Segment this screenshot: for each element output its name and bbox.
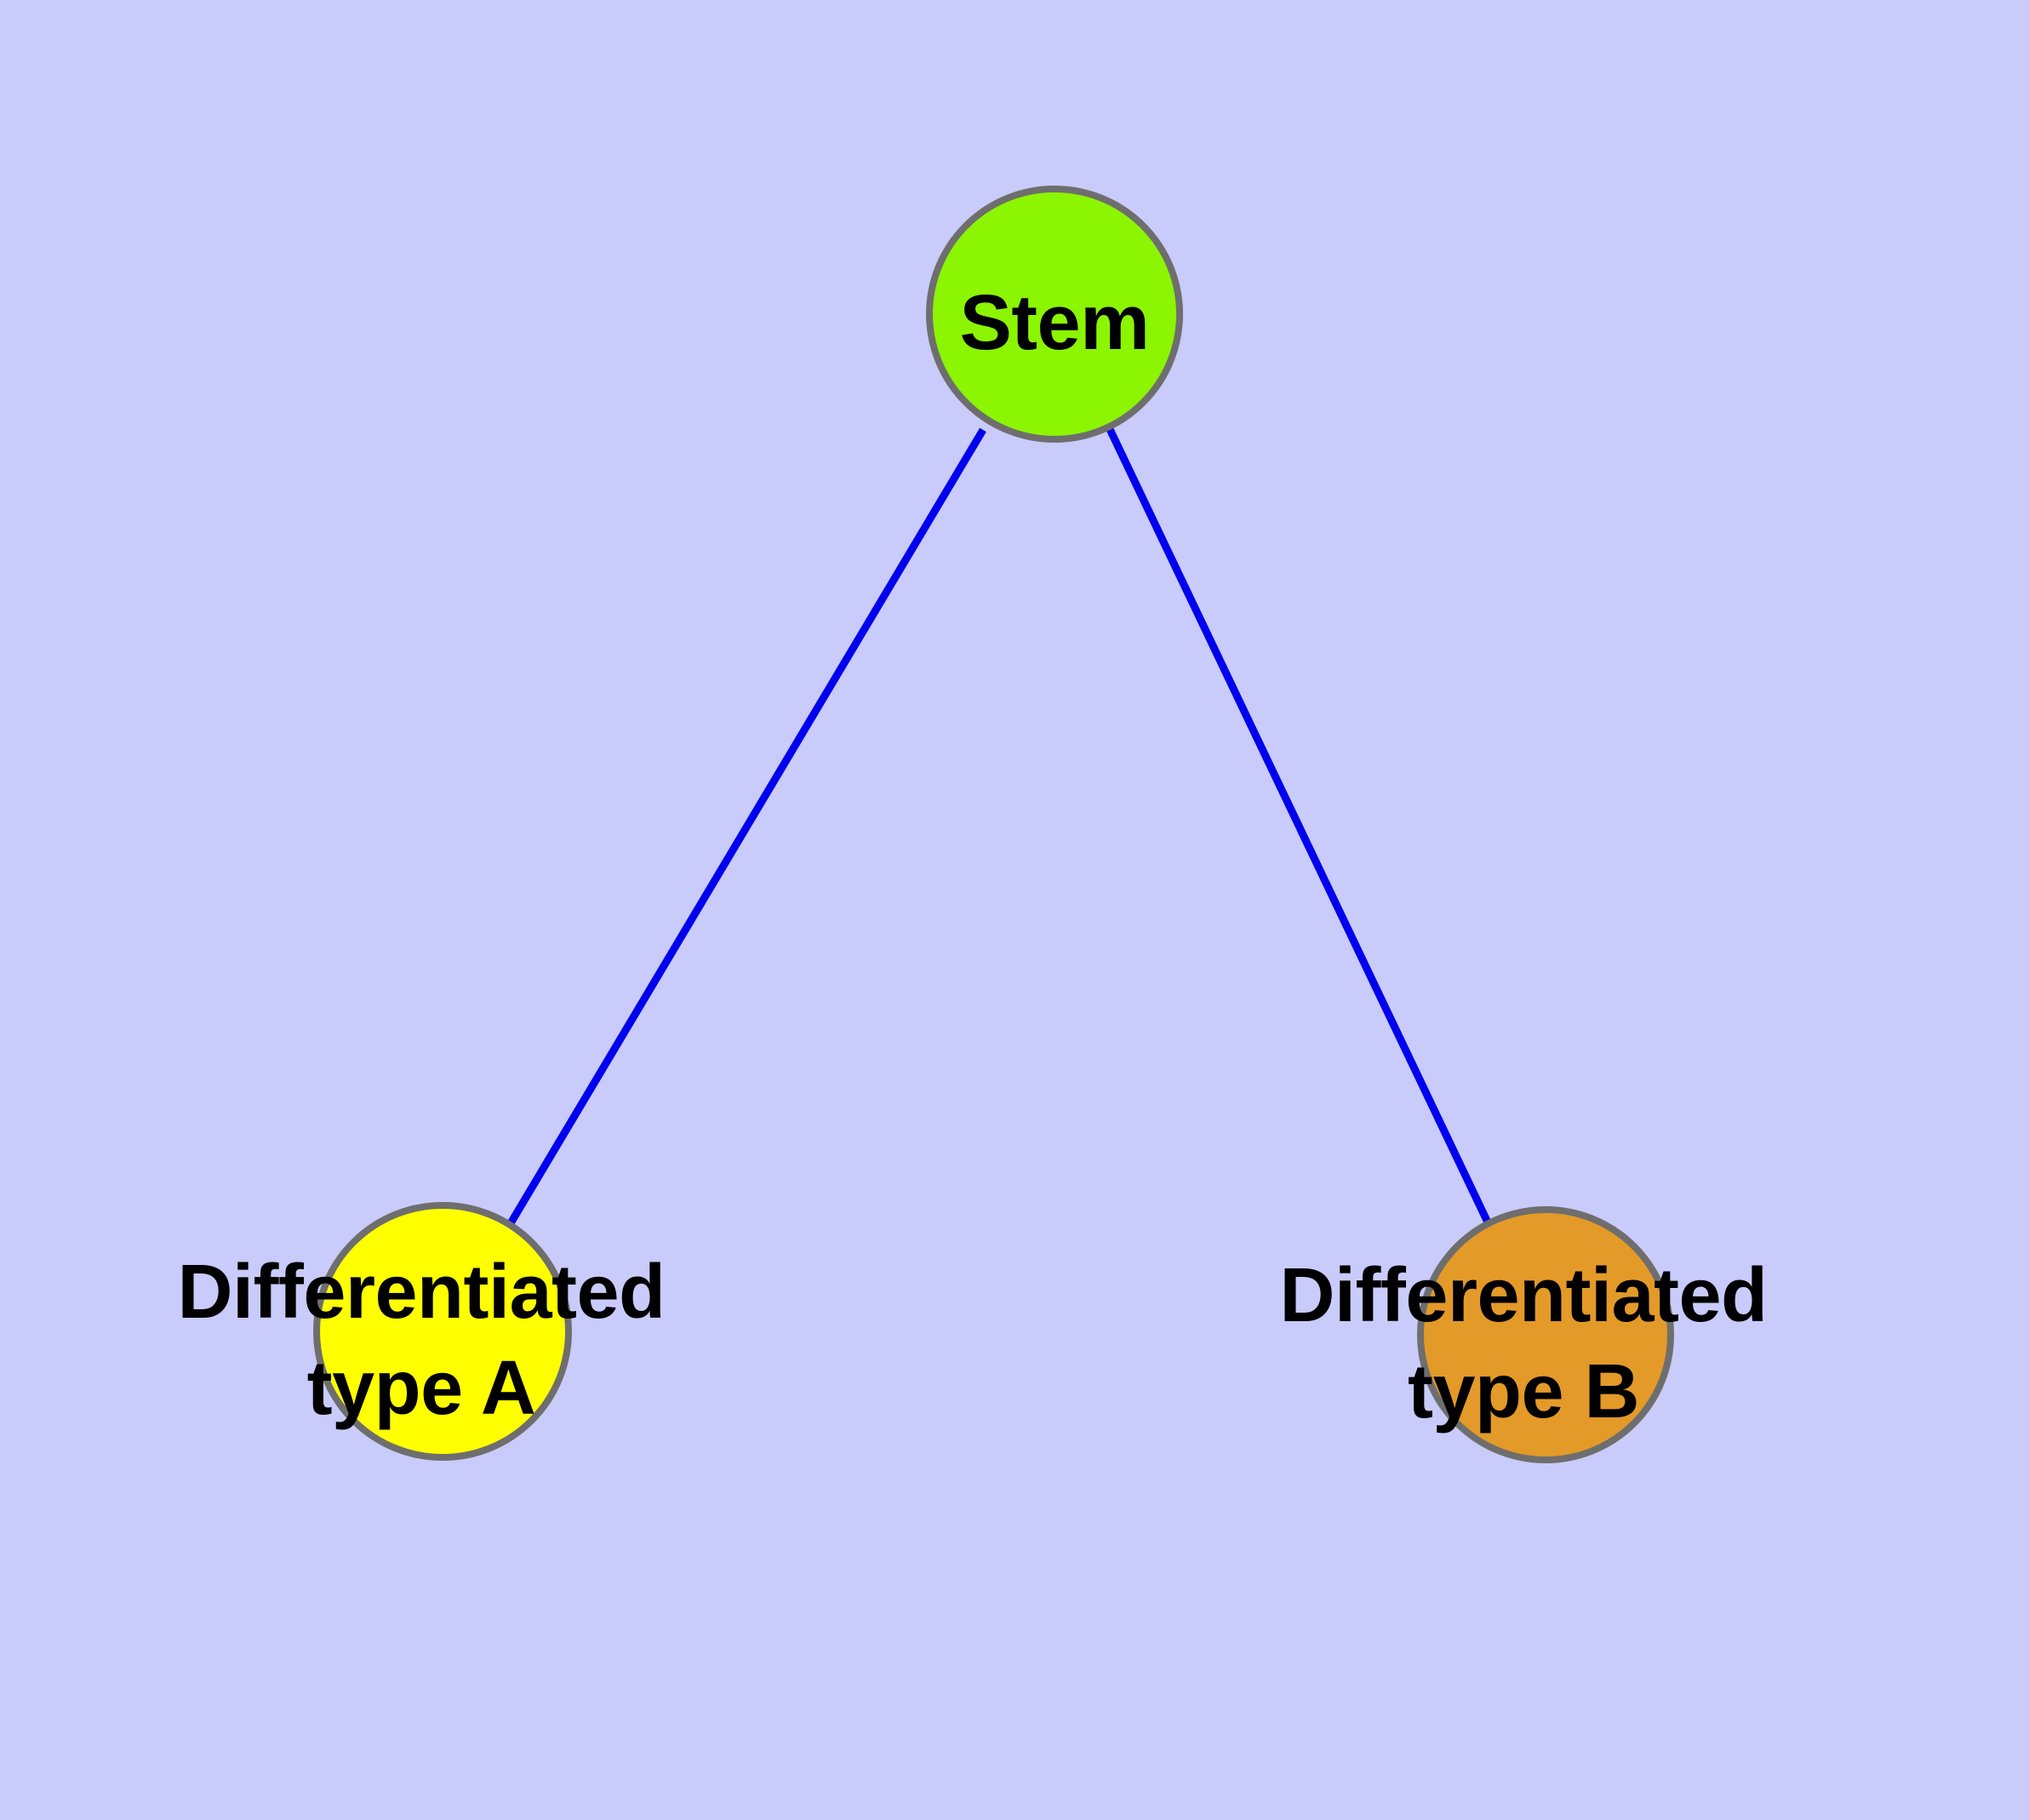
edge-stem-to-differentiated-type-a[interactable] (507, 427, 986, 1226)
node-differentiated-type-a[interactable] (313, 1202, 572, 1461)
edge-stem-to-differentiated-type-b[interactable] (1104, 424, 1493, 1226)
node-differentiated-type-b[interactable] (1417, 1206, 1674, 1463)
node-stem[interactable] (926, 186, 1183, 443)
